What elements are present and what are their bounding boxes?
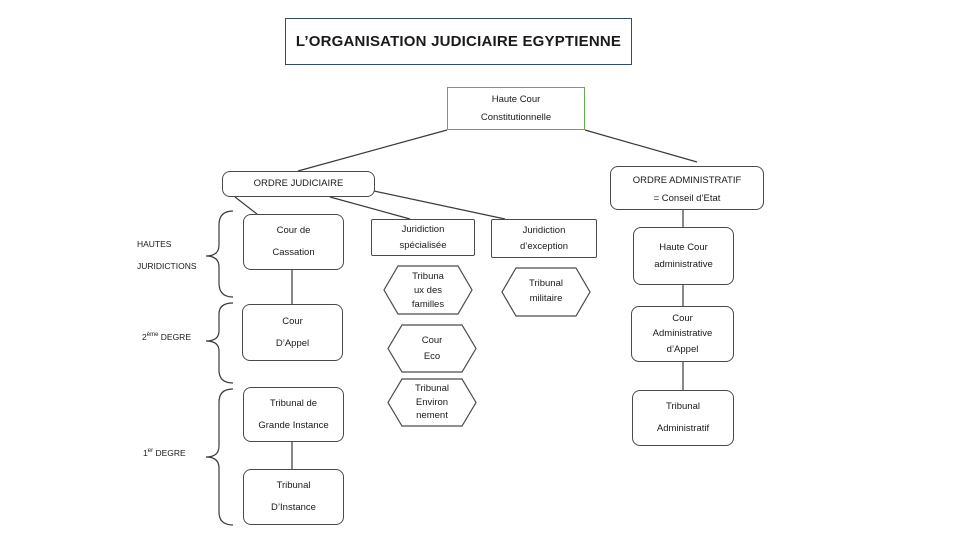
tribunal-militaire-line1: Tribunal bbox=[529, 278, 563, 290]
first-degre-text: DEGRE bbox=[153, 447, 186, 458]
ordre-administratif-line1: ORDRE ADMINISTRATIF bbox=[632, 175, 742, 186]
brace-hautes-juridictions bbox=[205, 210, 234, 298]
tribunal-administratif-line2: Administratif bbox=[656, 423, 710, 434]
tribunal-environnement-line1: Tribunal bbox=[415, 382, 449, 394]
cour-administrative-d-appel: Cour Administrative d’Appel bbox=[631, 306, 734, 362]
tribunal-environnement-line3: nement bbox=[416, 410, 448, 422]
connector-judiciaire-to-cassation bbox=[234, 196, 258, 215]
page-title: L’ORGANISATION JUDICIAIRE EGYPTIENNE bbox=[285, 18, 632, 65]
cour-de-cassation-line2: Cassation bbox=[272, 247, 315, 258]
juridiction-specialisee-line2: spécialisée bbox=[399, 239, 447, 251]
cour-d-appel-line1: Cour bbox=[282, 315, 303, 327]
tribunal-grande-instance: Tribunal de Grande Instance bbox=[243, 387, 344, 442]
haute-cour-administrative-line1: Haute Cour bbox=[659, 241, 708, 253]
ordre-administratif-line2: = Conseil d’Etat bbox=[653, 193, 721, 205]
tribunal-militaire-shape bbox=[501, 267, 591, 317]
haute-cour-constitutionnelle: Haute Cour Constitutionnelle bbox=[447, 87, 585, 130]
tribunaux-des-familles-line3: familles bbox=[411, 298, 445, 310]
hautes-juridictions-label: HAUTES JURIDICTIONS bbox=[137, 233, 197, 277]
ordre-judiciaire-box: ORDRE JUDICIAIRE bbox=[222, 171, 375, 197]
brace-first-degre bbox=[205, 388, 234, 526]
tribunaux-des-familles-shape bbox=[383, 265, 473, 315]
ordre-judiciaire-label: ORDRE JUDICIAIRE bbox=[253, 177, 344, 189]
juridiction-d-exception: Juridiction d’exception bbox=[491, 219, 597, 258]
cour-administrative-d-appel-line1: Cour bbox=[672, 313, 693, 325]
tribunal-administratif: Tribunal Administratif bbox=[632, 390, 734, 446]
cour-administrative-d-appel-line3: d’Appel bbox=[666, 343, 699, 355]
connector-judiciaire-to-specialisee bbox=[329, 196, 411, 220]
tribunaux-des-familles-line1: Tribuna bbox=[412, 271, 444, 282]
tribunal-d-instance: Tribunal D’Instance bbox=[243, 469, 344, 525]
tribunal-militaire: Tribunal militaire bbox=[501, 267, 591, 317]
cour-eco-line2: Eco bbox=[423, 350, 441, 362]
hautes-juridictions-line2: JURIDICTIONS bbox=[137, 261, 197, 272]
cour-administrative-d-appel-line2: Administrative bbox=[652, 328, 713, 340]
hautes-juridictions-line1: HAUTES bbox=[137, 239, 172, 249]
tribunal-grande-instance-line1: Tribunal de bbox=[269, 397, 318, 409]
first-degre-num: 1 bbox=[143, 447, 148, 458]
tribunal-environnement: Tribunal Environ nement bbox=[387, 378, 477, 427]
haute-cour-administrative-line2: administrative bbox=[654, 259, 713, 270]
second-degre-text: DEGRE bbox=[158, 331, 191, 342]
cour-d-appel-line2: D’Appel bbox=[275, 337, 310, 349]
tribunal-administratif-line1: Tribunal bbox=[666, 401, 700, 413]
tribunal-militaire-line2: militaire bbox=[529, 293, 563, 304]
second-degre-num: 2 bbox=[142, 331, 147, 342]
ordre-administratif-box: ORDRE ADMINISTRATIF = Conseil d’Etat bbox=[610, 166, 764, 210]
second-degre-label: 2ème DEGRE bbox=[142, 331, 191, 344]
tribunal-d-instance-line2: D’Instance bbox=[271, 502, 316, 513]
haute-cour-constitutionnelle-line1: Haute Cour bbox=[491, 94, 541, 106]
juridiction-specialisee: Juridiction spécialisée bbox=[371, 219, 475, 256]
tribunal-grande-instance-line2: Grande Instance bbox=[258, 419, 329, 431]
tribunaux-des-familles: Tribuna ux des familles bbox=[383, 265, 473, 315]
haute-cour-constitutionnelle-line2: Constitutionnelle bbox=[480, 111, 552, 123]
cour-eco-shape bbox=[387, 324, 477, 373]
first-degre-label: 1er DEGRE bbox=[143, 447, 186, 460]
cour-eco-line1: Cour bbox=[421, 335, 443, 347]
tribunaux-des-familles-line2: ux des bbox=[413, 284, 442, 296]
first-degre-sup: er bbox=[147, 448, 154, 454]
cour-d-appel: Cour D’Appel bbox=[242, 304, 343, 361]
tribunal-environnement-line2: Environ bbox=[415, 396, 449, 408]
second-degre-sup: ème bbox=[146, 332, 159, 338]
tribunal-d-instance-line1: Tribunal bbox=[276, 480, 311, 492]
juridiction-d-exception-line2: d’exception bbox=[519, 240, 569, 252]
cour-de-cassation: Cour de Cassation bbox=[243, 214, 344, 270]
juridiction-d-exception-line1: Juridiction bbox=[522, 225, 566, 237]
connector-judiciaire-to-exception bbox=[373, 190, 506, 220]
tribunal-environnement-shape bbox=[387, 378, 477, 427]
cour-de-cassation-line1: Cour de bbox=[276, 225, 311, 237]
brace-second-degre bbox=[205, 302, 234, 384]
haute-cour-administrative: Haute Cour administrative bbox=[633, 227, 734, 285]
juridiction-specialisee-line1: Juridiction bbox=[401, 224, 445, 236]
connector-top-to-administratif bbox=[584, 129, 698, 163]
cour-eco: Cour Eco bbox=[387, 324, 477, 373]
connector-top-to-judiciaire bbox=[297, 129, 448, 172]
